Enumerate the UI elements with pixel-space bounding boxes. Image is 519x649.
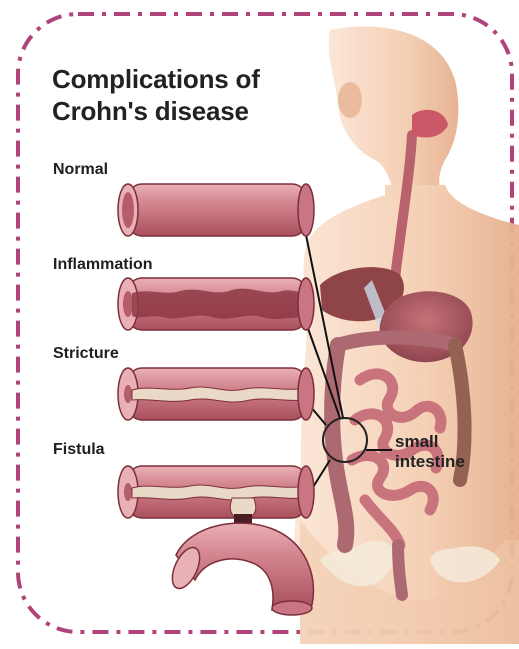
tube-stricture [118, 368, 314, 420]
title-line-2: Crohn's disease [52, 96, 249, 127]
label-inflammation: Inflammation [53, 256, 153, 274]
callout-intestine: intestine [395, 452, 465, 472]
tube-fistula [118, 466, 314, 526]
label-fistula: Fistula [53, 441, 105, 459]
title-line-1: Complications of [52, 64, 260, 95]
label-stricture: Stricture [53, 345, 119, 363]
bowel-loop [167, 523, 314, 615]
body-figure [294, 27, 519, 644]
tube-normal [118, 184, 314, 236]
tube-inflammation [118, 278, 314, 330]
label-normal: Normal [53, 161, 108, 179]
callout-small: small [395, 432, 438, 452]
